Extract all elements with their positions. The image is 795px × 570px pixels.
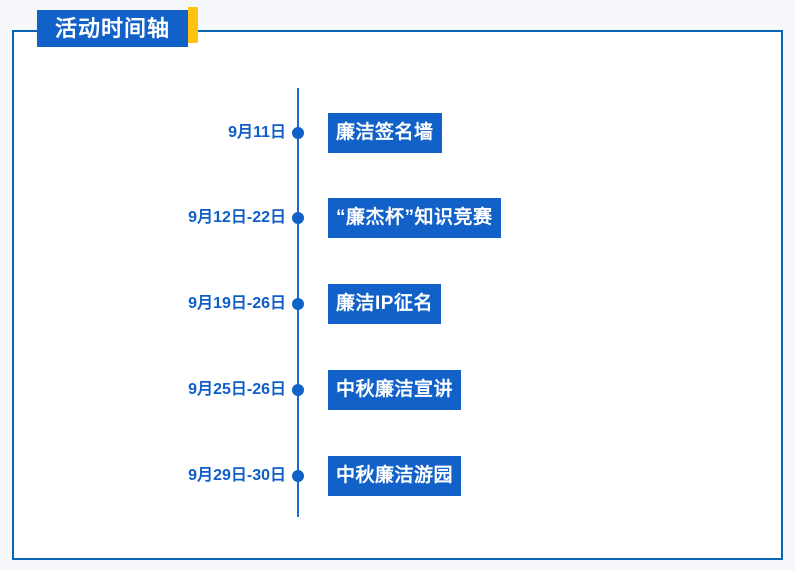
timeline-dot	[292, 470, 304, 482]
timeline-item-label: “廉杰杯”知识竞赛	[328, 198, 501, 238]
timeline-item-date: 9月12日-22日	[188, 209, 286, 226]
timeline-dot	[292, 384, 304, 396]
timeline-dot	[292, 298, 304, 310]
page-header: 活动时间轴	[37, 7, 199, 47]
timeline-item-1: 9月11日 廉洁签名墙	[0, 113, 795, 153]
timeline-dot	[292, 212, 304, 224]
timeline-item-label: 中秋廉洁游园	[328, 456, 462, 496]
timeline-item-label: 廉洁IP征名	[328, 284, 441, 324]
timeline-item-label: 中秋廉洁宣讲	[328, 370, 462, 410]
timeline-item-5: 9月29日-30日 中秋廉洁游园	[0, 456, 795, 496]
timeline-item-3: 9月19日-26日 廉洁IP征名	[0, 284, 795, 324]
page-title-box: 活动时间轴	[37, 10, 189, 47]
timeline-dot	[292, 127, 304, 139]
page-title: 活动时间轴	[55, 16, 171, 41]
timeline-item-label: 廉洁签名墙	[328, 113, 442, 153]
timeline-item-date: 9月11日	[228, 124, 286, 141]
timeline-item-4: 9月25日-26日 中秋廉洁宣讲	[0, 370, 795, 410]
timeline-item-date: 9月19日-26日	[188, 295, 286, 312]
title-accent-bar	[188, 7, 199, 43]
timeline-item-2: 9月12日-22日 “廉杰杯”知识竞赛	[0, 198, 795, 238]
timeline-item-date: 9月29日-30日	[188, 467, 286, 484]
timeline-item-date: 9月25日-26日	[188, 381, 286, 398]
